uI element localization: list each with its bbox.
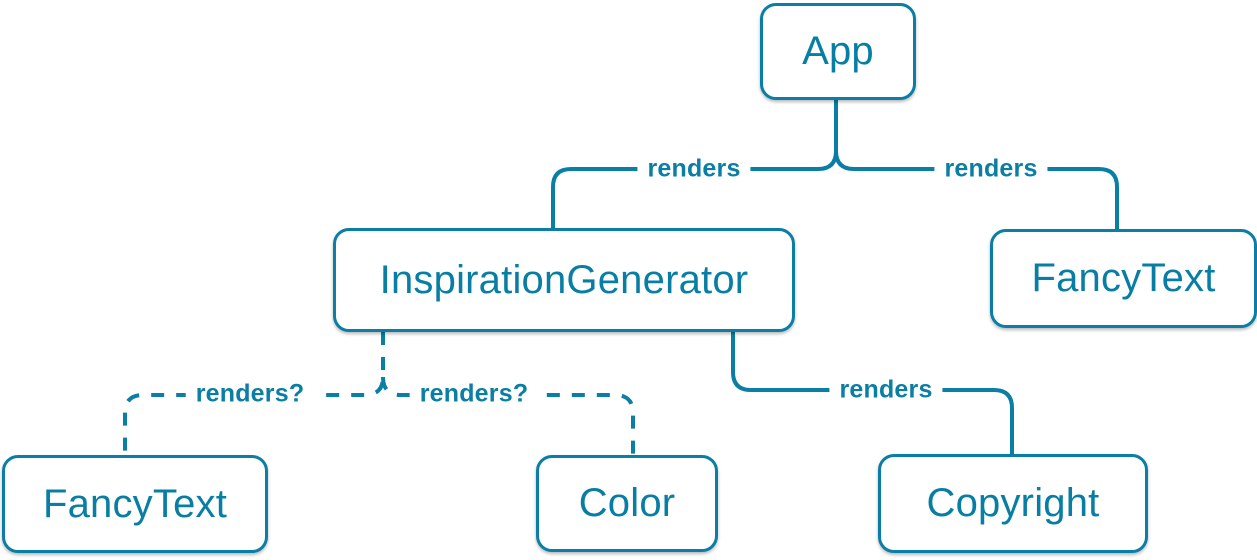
edge-label-inspiration-to-copyright: renders — [829, 375, 943, 405]
edge-label-app-to-inspiration-generator: renders — [637, 154, 751, 184]
node-copyright: Copyright — [878, 454, 1148, 553]
node-fancy-text-bottom-left-label: FancyText — [42, 481, 228, 526]
node-color: Color — [536, 455, 718, 552]
node-fancy-text-top-right: FancyText — [990, 229, 1257, 328]
node-color-label: Color — [578, 481, 676, 525]
node-inspiration-generator: InspirationGenerator — [333, 228, 795, 332]
edge-label-inspiration-to-color: renders? — [409, 379, 539, 409]
edge-label-app-to-fancy-text: renders — [934, 154, 1048, 184]
node-app-label: App — [802, 29, 874, 73]
node-inspiration-generator-label: InspirationGenerator — [379, 257, 749, 302]
edge-inspiration-to-color — [381, 376, 635, 455]
node-fancy-text-top-right-label: FancyText — [1031, 256, 1216, 300]
node-fancy-text-bottom-left: FancyText — [2, 455, 268, 553]
edge-label-inspiration-to-fancy-text: renders? — [185, 379, 315, 409]
node-copyright-label: Copyright — [926, 481, 1100, 525]
node-app: App — [760, 3, 916, 100]
